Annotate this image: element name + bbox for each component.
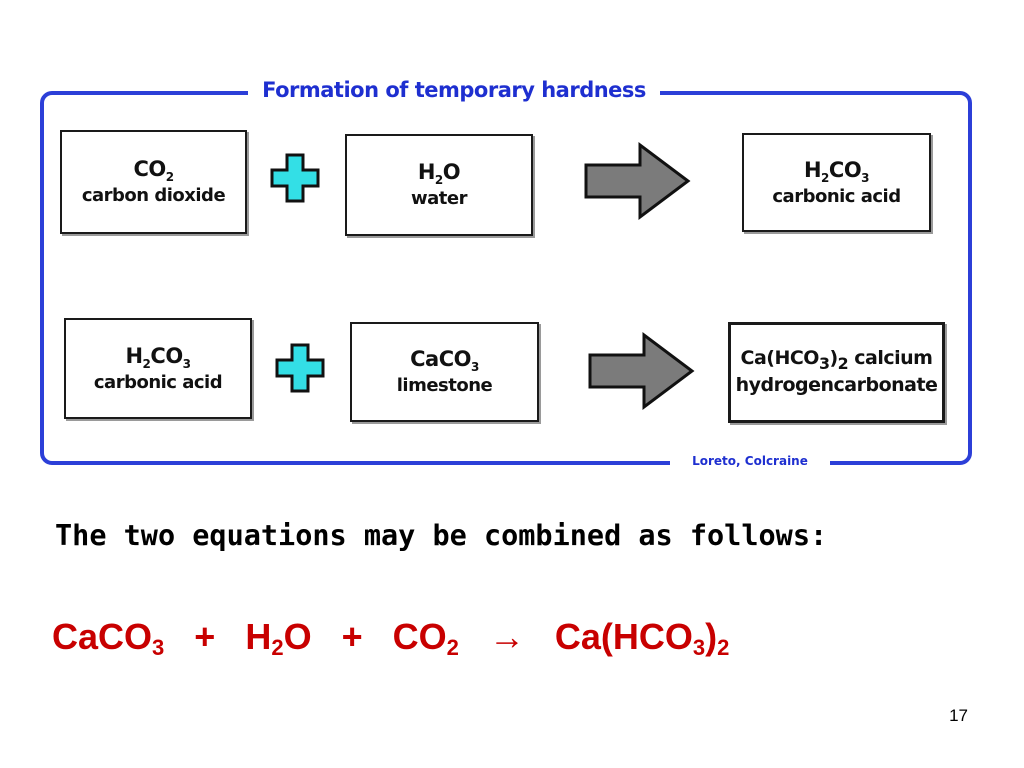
- box-limestone: CaCO3 limestone: [350, 322, 539, 422]
- box-water: H2O water: [345, 134, 533, 236]
- caption: The two equations may be combined as fol…: [55, 519, 828, 552]
- label-carbonic-acid: carbonic acid: [93, 371, 223, 393]
- box-carbonic-acid-product: H2CO3 carbonic acid: [742, 133, 931, 232]
- label-carbon-dioxide: carbon dioxide: [81, 185, 226, 207]
- diagram-credit: Loreto, Colcraine: [670, 450, 830, 472]
- right-arrow-icon: [584, 142, 691, 220]
- plus-icon: [270, 153, 320, 203]
- box-carbonic-acid-reactant: H2CO3 carbonic acid: [64, 318, 252, 419]
- reaction-arrow: →: [458, 616, 555, 657]
- diagram-title: Formation of temporary hardness: [248, 74, 660, 106]
- label-water: water: [411, 188, 467, 210]
- right-arrow-icon: [588, 332, 695, 410]
- formula-h2co3: H2CO3: [125, 343, 191, 371]
- formula-caco3: CaCO3: [410, 347, 479, 375]
- plus-icon: [275, 343, 325, 393]
- box-carbon-dioxide: CO2 carbon dioxide: [60, 130, 247, 234]
- box-calcium-hydrogencarbonate: Ca(HCO3)2 calcium hydrogencarbonate: [728, 322, 945, 423]
- page-number: 17: [949, 706, 968, 725]
- formula-ca-hco3-2: Ca(HCO3)2 calcium: [740, 347, 933, 374]
- label-hydrogencarbonate: hydrogencarbonate: [735, 373, 938, 396]
- combined-equation: CaCO3 + H2O + CO2 → Ca(HCO3)2: [52, 616, 730, 660]
- formula-h2o: H2O: [417, 160, 461, 188]
- formula-co2: CO2: [133, 157, 174, 185]
- label-limestone: limestone: [396, 375, 493, 397]
- label-carbonic-acid: carbonic acid: [772, 185, 901, 207]
- formula-h2co3: H2CO3: [803, 157, 870, 185]
